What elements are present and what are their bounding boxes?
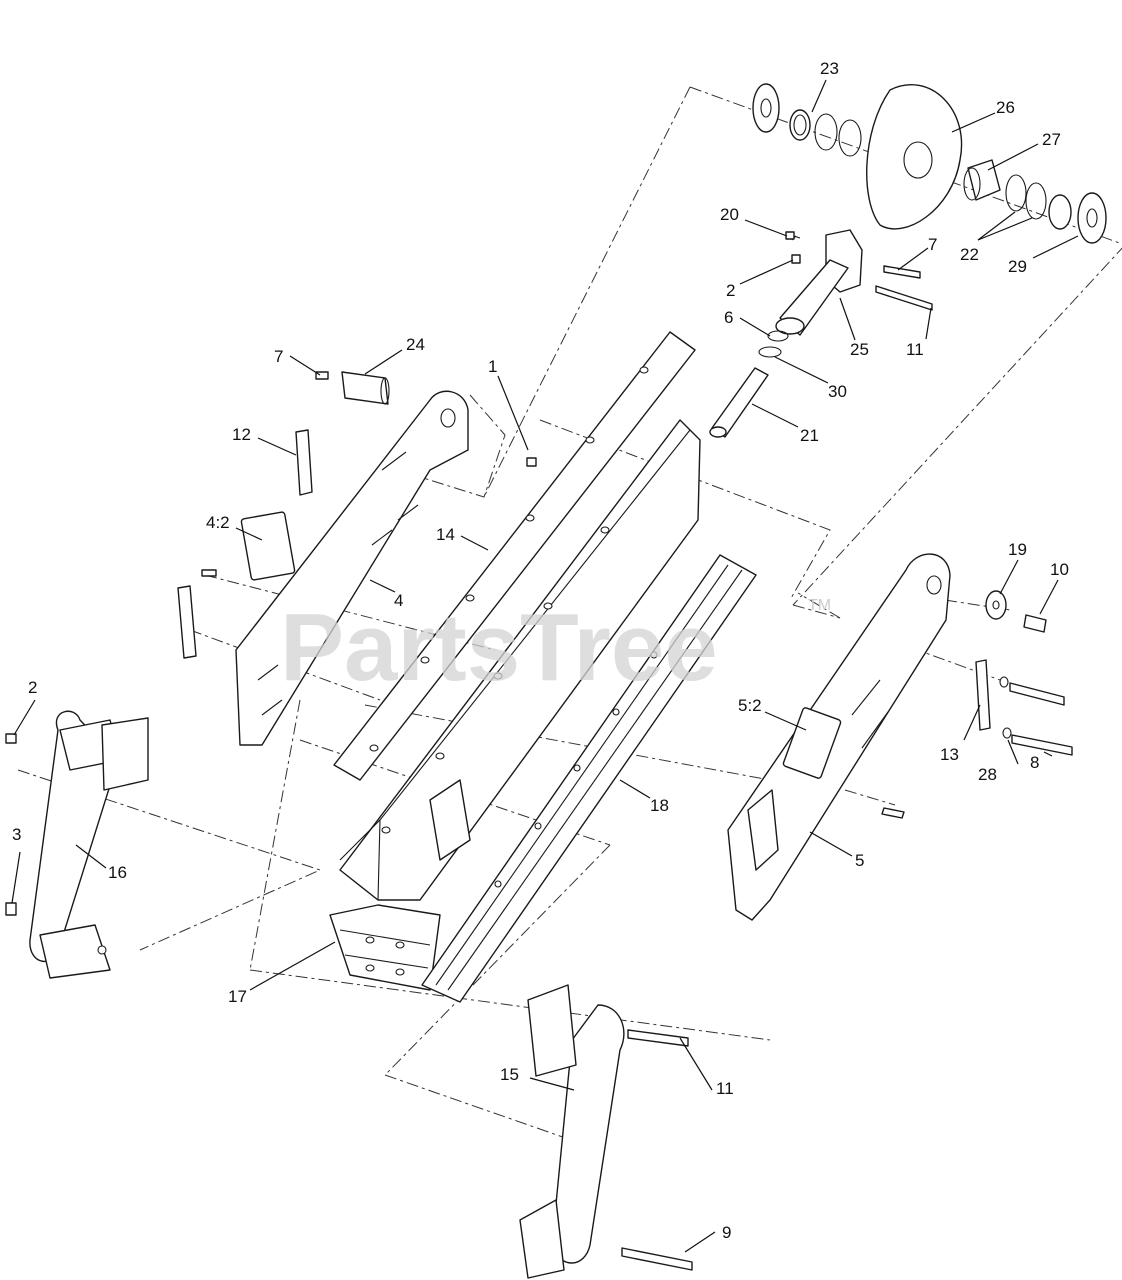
washer-6 (767, 330, 789, 342)
arm-15 (519, 984, 693, 1279)
callout-16: 16 (108, 863, 127, 882)
decal-5-2 (782, 707, 842, 779)
callout-2-left: 2 (28, 678, 37, 697)
washer-28 (1002, 727, 1012, 739)
strap-12 (295, 429, 313, 496)
strap-13 (975, 659, 991, 731)
arm-15-lower-plate (519, 1199, 565, 1279)
bolt-11-lower (627, 1029, 689, 1047)
callout-11-upper: 11 (906, 340, 924, 359)
callout-23: 23 (820, 59, 839, 78)
bolt-left-plate (201, 569, 217, 577)
nut-2 (791, 254, 801, 264)
callout-1: 1 (488, 357, 497, 376)
channel-14 (333, 331, 696, 781)
bolt-plate-5 (881, 807, 905, 819)
callout-4: 4 (394, 591, 403, 610)
arm-16-upper-plate (101, 717, 149, 791)
callout-17: 17 (228, 987, 247, 1006)
callout-24: 24 (406, 335, 425, 354)
callout-22: 22 (960, 245, 979, 264)
callout-2-upper: 2 (726, 281, 735, 300)
callout-19: 19 (1008, 540, 1027, 559)
nut-2-left (5, 733, 17, 744)
callout-9: 9 (722, 1223, 731, 1242)
idler-bracket-assembly (709, 229, 933, 438)
callout-18: 18 (650, 796, 669, 815)
callout-27: 27 (1042, 130, 1061, 149)
callout-7-left: 7 (274, 347, 283, 366)
callout-13: 13 (940, 745, 959, 764)
leader-lines (11, 79, 1079, 1253)
decal-4-2 (240, 511, 296, 581)
right-side-plate-5 (727, 553, 1073, 921)
callout-7-upper: 7 (928, 235, 937, 254)
callout-15: 15 (500, 1065, 519, 1084)
shaft-24 (341, 371, 389, 405)
callout-5: 5 (855, 851, 864, 870)
callout-12: 12 (232, 425, 251, 444)
strap-lower-left (177, 585, 197, 659)
setscrew-7 (315, 371, 329, 380)
callout-25: 25 (850, 340, 869, 359)
callout-29: 29 (1008, 257, 1027, 276)
bolt-10 (1023, 614, 1047, 633)
watermark-tm: TM (808, 597, 831, 614)
bolt-11-upper (875, 285, 933, 311)
rail-18 (421, 554, 757, 1003)
left-side-plate-4 (177, 371, 469, 746)
ring-30 (758, 346, 782, 358)
callout-20: 20 (720, 205, 739, 224)
watermark-text: PartsTree (280, 594, 718, 701)
nut-1 (526, 457, 537, 467)
callout-11-lower: 11 (716, 1079, 734, 1098)
callout-6: 6 (724, 308, 733, 327)
snap-ring-b (838, 119, 862, 157)
watermark: PartsTree TM (280, 594, 831, 701)
callout-10: 10 (1050, 560, 1069, 579)
snap-ring-d (1025, 182, 1047, 220)
nut-3 (5, 902, 17, 916)
callout-14: 14 (436, 525, 455, 544)
callout-21: 21 (800, 426, 819, 445)
plate-5-bracket (747, 789, 779, 871)
frame-17-foot (329, 904, 441, 991)
callout-4-2: 4:2 (206, 513, 230, 532)
frame-17-bracket (429, 779, 471, 861)
washer-upper-right (999, 676, 1009, 688)
bolt-20 (785, 231, 795, 240)
callout-26: 26 (996, 98, 1015, 117)
callout-8: 8 (1030, 753, 1039, 772)
bolt-upper-right (1009, 682, 1065, 706)
bolt-9 (621, 1247, 693, 1271)
arm-16 (5, 710, 149, 979)
callout-28: 28 (978, 765, 997, 784)
callout-3: 3 (12, 825, 21, 844)
snap-ring-a (814, 113, 838, 151)
bearing-23 (789, 109, 811, 141)
bushing-29a (1048, 194, 1072, 230)
pulley-assembly (752, 83, 1107, 244)
arm-15-upper-plate (527, 984, 577, 1077)
callouts: 23 26 27 22 29 20 7 2 11 6 25 30 21 7 24… (12, 59, 1069, 1242)
bolt-8 (1011, 734, 1073, 756)
main-frame-17 (329, 419, 701, 991)
bolt-7-upper (883, 265, 921, 279)
snap-ring-c (1005, 174, 1027, 212)
arm-16-lower-hub (39, 924, 111, 979)
callout-5-2: 5:2 (738, 696, 762, 715)
callout-30: 30 (828, 382, 847, 401)
